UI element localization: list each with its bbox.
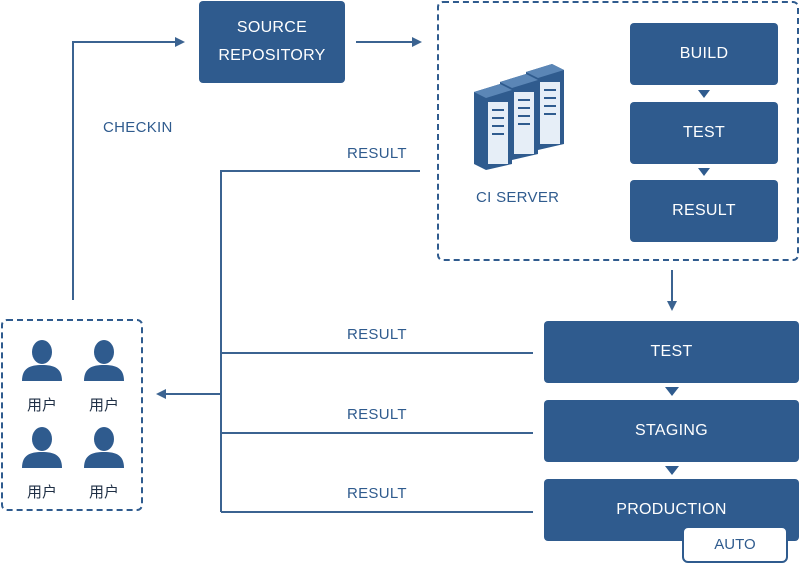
user-label: 用户 (26, 397, 57, 414)
test-to-staging-triangle (665, 387, 679, 396)
staging-result-label: RESULT (347, 406, 407, 423)
production-result-label: RESULT (347, 485, 407, 502)
ci-step-test[interactable]: TEST (630, 102, 778, 164)
test-result-label: RESULT (347, 326, 407, 343)
checkin-arrow (72, 37, 185, 300)
ci-server-group (437, 1, 799, 261)
ci-server-label: CI SERVER (476, 189, 560, 206)
source-repository-line1: SOURCE (236, 19, 308, 36)
user-label: 用户 (88, 397, 119, 414)
checkin-label: CHECKIN (103, 119, 173, 136)
ci-result-label: RESULT (347, 145, 407, 162)
source-repository-box[interactable]: SOURCE REPOSITORY (199, 1, 345, 83)
ci-step-build[interactable]: BUILD (630, 23, 778, 85)
user-label: 用户 (26, 484, 57, 501)
build-to-test-triangle (698, 90, 710, 98)
pipeline-stage-staging[interactable]: STAGING (544, 400, 799, 462)
ci-result-line (220, 170, 420, 512)
pipeline-stage-test[interactable]: TEST (544, 321, 799, 383)
user-label: 用户 (88, 484, 119, 501)
users-group (1, 319, 143, 511)
source-repository-line2: REPOSITORY (218, 47, 326, 64)
ci-step-result[interactable]: RESULT (630, 180, 778, 242)
auto-badge: AUTO (682, 526, 788, 563)
test-to-result-triangle (698, 168, 710, 176)
staging-to-production-triangle (665, 466, 679, 475)
